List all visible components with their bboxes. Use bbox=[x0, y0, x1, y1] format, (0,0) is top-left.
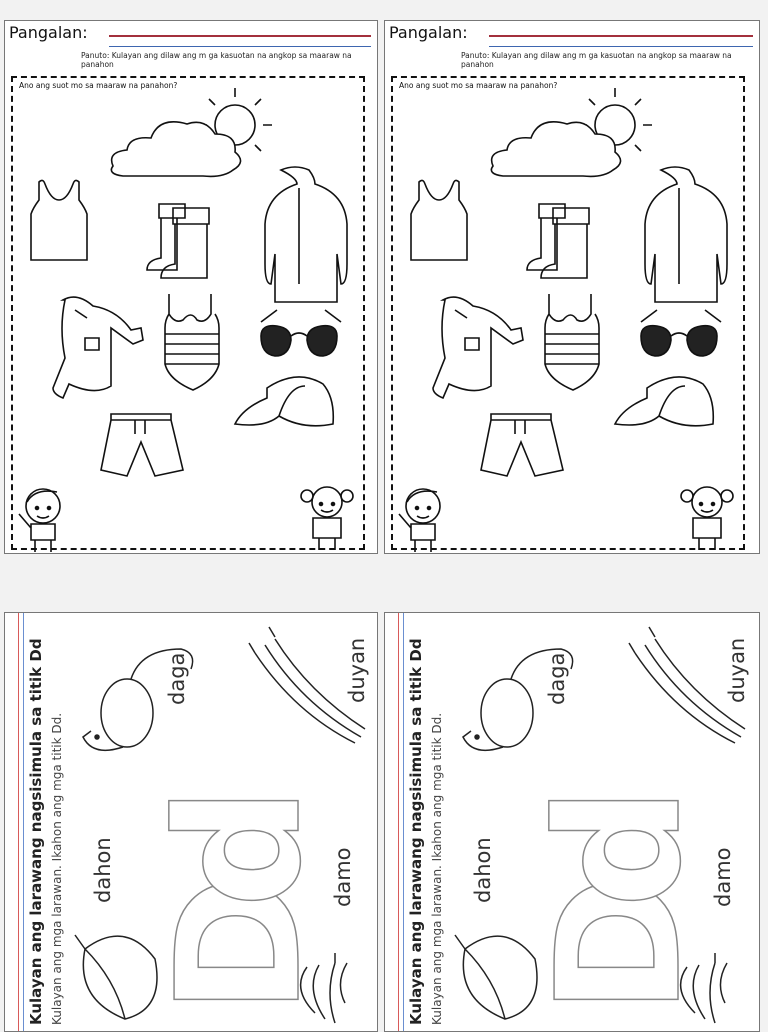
winter-jacket-icon bbox=[264, 166, 348, 303]
leaf-icon bbox=[454, 934, 538, 1020]
rain-boots-icon bbox=[526, 203, 590, 279]
hammock-icon bbox=[628, 626, 746, 744]
boy-icon bbox=[18, 488, 61, 552]
swimsuit-icon bbox=[544, 294, 600, 391]
sunglasses-icon bbox=[260, 309, 342, 357]
swimsuit-icon bbox=[164, 294, 220, 391]
question-text: Ano ang suot mo sa maaraw na panahon? bbox=[399, 81, 558, 90]
long-sleeve-shirt-icon bbox=[52, 296, 144, 400]
cap-icon bbox=[613, 376, 715, 427]
winter-jacket-icon bbox=[644, 166, 728, 303]
shorts-icon bbox=[480, 413, 564, 477]
name-label: Pangalan: bbox=[9, 23, 88, 42]
name-line bbox=[109, 35, 371, 37]
worksheet-letter-d-left: Kulayan ang larawang nagsisimula sa titi… bbox=[4, 612, 378, 1032]
girl-icon bbox=[300, 486, 354, 550]
tank-top-icon bbox=[410, 179, 468, 261]
grass-icon bbox=[679, 953, 728, 1024]
rain-boots-icon bbox=[146, 203, 210, 279]
question-text: Ano ang suot mo sa maaraw na panahon? bbox=[19, 81, 178, 90]
boy-icon bbox=[398, 488, 441, 552]
tank-top-icon bbox=[30, 179, 88, 261]
worksheet-letter-d-right: Kulayan ang larawang nagsisimula sa titi… bbox=[384, 612, 760, 1032]
clothes-illustrations bbox=[398, 88, 734, 552]
long-sleeve-shirt-icon bbox=[432, 296, 524, 400]
worksheet-clothes-right: Pangalan: Panuto: Kulayan ang dilaw ang … bbox=[384, 20, 760, 554]
cloud-icon bbox=[110, 121, 242, 178]
name-underline bbox=[489, 46, 753, 47]
shorts-icon bbox=[100, 413, 184, 477]
leaf-icon bbox=[74, 934, 158, 1020]
girl-icon bbox=[680, 486, 734, 550]
clothes-illustrations bbox=[18, 88, 354, 552]
rat-icon bbox=[462, 648, 574, 752]
grass-icon bbox=[299, 953, 348, 1024]
letter-d-illustrations bbox=[74, 626, 366, 1024]
worksheet-clothes-left: Pangalan: Panuto: Kulayan ang dilaw ang … bbox=[4, 20, 378, 554]
hammock-icon bbox=[248, 626, 366, 744]
rotated-page: Kulayan ang larawang nagsisimula sa titi… bbox=[5, 613, 377, 1031]
cloud-icon bbox=[490, 121, 622, 178]
instruction-text: Panuto: Kulayan ang dilaw ang m ga kasuo… bbox=[461, 51, 732, 69]
rotated-page: Kulayan ang larawang nagsisimula sa titi… bbox=[385, 613, 757, 1031]
name-label: Pangalan: bbox=[389, 23, 468, 42]
rat-icon bbox=[82, 648, 194, 752]
name-underline bbox=[109, 46, 371, 47]
letter-d-illustrations bbox=[454, 626, 746, 1024]
sunglasses-icon bbox=[640, 309, 722, 357]
instruction-text: Panuto: Kulayan ang dilaw ang m ga kasuo… bbox=[81, 51, 352, 69]
activity-box: Ano ang suot mo sa maaraw na panahon? bbox=[11, 76, 365, 552]
cap-icon bbox=[233, 376, 335, 427]
activity-box: Ano ang suot mo sa maaraw na panahon? bbox=[391, 76, 745, 552]
name-line bbox=[489, 35, 753, 37]
